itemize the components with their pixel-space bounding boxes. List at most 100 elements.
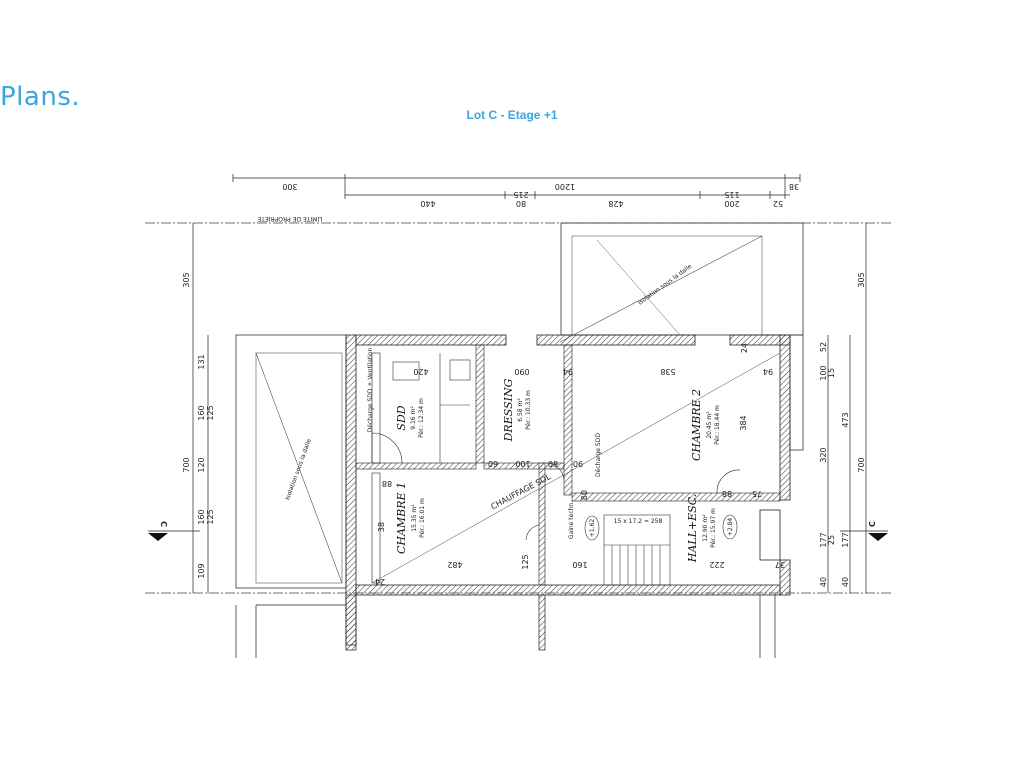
- svg-text:40: 40: [841, 577, 850, 587]
- terrace-left: Isolation sous la dalle: [235, 334, 347, 589]
- svg-text:420: 420: [413, 367, 428, 376]
- svg-text:15.35 m²: 15.35 m²: [411, 504, 418, 532]
- left-dimension-labels: 305 700 131 160 120 160 109 125 125: [182, 272, 215, 578]
- svg-text:177: 177: [819, 532, 828, 547]
- svg-text:538: 538: [660, 367, 675, 376]
- svg-text:80: 80: [580, 490, 589, 500]
- svg-text:37: 37: [775, 560, 785, 569]
- right-dimension-labels: 305 700 52 100 15 320 473 177 25 177 40 …: [819, 272, 866, 587]
- svg-text:Pér.: 12.34 m: Pér.: 12.34 m: [418, 398, 425, 438]
- top-dimension-labels: 300 1200 38 440 80 215 428 200 115 52: [282, 182, 799, 208]
- svg-text:90: 90: [573, 459, 583, 468]
- insulation-label-left: Isolation sous la dalle: [284, 438, 313, 501]
- svg-text:305: 305: [857, 272, 866, 287]
- svg-text:52: 52: [773, 199, 783, 208]
- svg-text:CHAMBRE 2: CHAMBRE 2: [690, 389, 703, 461]
- svg-text:C: C: [868, 521, 877, 527]
- svg-text:94: 94: [763, 367, 773, 376]
- svg-text:160: 160: [197, 509, 206, 524]
- svg-text:9.16 m²: 9.16 m²: [410, 406, 417, 430]
- svg-text:15: 15: [827, 368, 836, 378]
- svg-text:60: 60: [488, 459, 498, 468]
- svg-text:700: 700: [857, 457, 866, 472]
- svg-text:+2.84: +2.84: [727, 518, 734, 537]
- svg-text:700: 700: [182, 457, 191, 472]
- svg-text:115: 115: [724, 190, 739, 199]
- stairs-label: 15 x 17.2 ≈ 258: [614, 518, 663, 525]
- page-title: Plans.: [0, 82, 81, 112]
- bathroom-fixtures: [392, 353, 471, 463]
- svg-text:94: 94: [563, 367, 573, 376]
- top-dimensions: [232, 174, 801, 199]
- svg-text:1200: 1200: [555, 182, 575, 191]
- svg-text:20.45 m²: 20.45 m²: [706, 411, 713, 439]
- svg-text:Pér.: 10.33 m: Pér.: 10.33 m: [525, 390, 532, 430]
- doors: [371, 432, 741, 541]
- staircase: [603, 514, 671, 586]
- svg-text:120: 120: [197, 457, 206, 472]
- room-dressing: DRESSING 6.58 m² Pér.: 10.33 m: [502, 378, 532, 442]
- svg-text:482: 482: [447, 560, 462, 569]
- svg-text:320: 320: [819, 447, 828, 462]
- insulation-label-top: Isolation sous la dalle: [637, 263, 694, 307]
- svg-text:88: 88: [722, 489, 732, 498]
- svg-text:100: 100: [515, 459, 530, 468]
- svg-text:+1.62: +1.62: [589, 519, 596, 538]
- exterior-walls: [345, 334, 791, 646]
- svg-text:305: 305: [182, 272, 191, 287]
- svg-text:25: 25: [827, 535, 836, 545]
- svg-text:125: 125: [206, 405, 215, 420]
- svg-text:38: 38: [789, 182, 799, 191]
- svg-text:24: 24: [740, 343, 749, 353]
- room-sdd: SDD 9.16 m² Pér.: 12.34 m: [395, 398, 425, 438]
- svg-text:60: 60: [548, 459, 558, 468]
- svg-text:215: 215: [513, 190, 528, 199]
- svg-text:473: 473: [841, 412, 850, 427]
- svg-text:88: 88: [382, 479, 392, 488]
- room-chambre-1: CHAMBRE 1 15.35 m² Pér.: 16.01 m: [395, 482, 426, 554]
- gaine-label: Gaine techn.: [568, 501, 575, 539]
- svg-text:090: 090: [514, 367, 529, 376]
- svg-text:HALL+ESC.: HALL+ESC.: [686, 494, 699, 563]
- svg-text:24: 24: [375, 577, 385, 586]
- svg-text:160: 160: [572, 560, 587, 569]
- svg-text:12.90 m²: 12.90 m²: [702, 514, 709, 542]
- svg-text:125: 125: [521, 554, 530, 569]
- svg-text:Pér.: 15.97 m: Pér.: 15.97 m: [710, 508, 717, 548]
- room-hall: HALL+ESC. 12.90 m² Pér.: 15.97 m: [686, 494, 717, 563]
- svg-text:160: 160: [197, 405, 206, 420]
- svg-text:38: 38: [377, 522, 386, 532]
- svg-text:109: 109: [197, 563, 206, 578]
- interior-walls: [355, 344, 781, 586]
- svg-text:384: 384: [739, 415, 748, 430]
- svg-text:200: 200: [724, 199, 739, 208]
- svg-text:6.58 m²: 6.58 m²: [517, 398, 524, 422]
- svg-text:CHAMBRE 1: CHAMBRE 1: [395, 482, 408, 554]
- level-marker-right: +2.84: [722, 514, 738, 540]
- plan-caption: Lot C - Etage +1: [466, 108, 558, 122]
- sdd-discharge-label: Décharge SDD: [595, 433, 602, 477]
- svg-text:125: 125: [206, 509, 215, 524]
- svg-text:80: 80: [516, 199, 526, 208]
- svg-text:440: 440: [420, 199, 435, 208]
- svg-text:C: C: [159, 521, 168, 527]
- svg-text:222: 222: [709, 560, 724, 569]
- svg-text:100: 100: [819, 365, 828, 380]
- section-marker-right: C: [840, 521, 888, 541]
- svg-text:Pér.: 18.44 m: Pér.: 18.44 m: [714, 405, 721, 445]
- room-chambre-2: CHAMBRE 2 20.45 m² Pér.: 18.44 m: [690, 389, 721, 461]
- svg-text:428: 428: [608, 199, 623, 208]
- svg-text:52: 52: [819, 342, 828, 352]
- svg-text:40: 40: [819, 577, 828, 587]
- lower-walls: [235, 594, 776, 658]
- svg-text:131: 131: [197, 354, 206, 369]
- svg-text:300: 300: [282, 182, 297, 191]
- level-marker-left: +1.62: [584, 515, 600, 541]
- section-marker-left: C: [148, 521, 200, 541]
- svg-text:SDD: SDD: [395, 405, 408, 430]
- property-limit-label: LIMITE DE PROPRIETE: [257, 215, 322, 222]
- svg-text:Pér.: 16.01 m: Pér.: 16.01 m: [419, 498, 426, 538]
- ventilation-label: Décharge SDD + Ventilation: [367, 347, 374, 432]
- svg-text:177: 177: [841, 532, 850, 547]
